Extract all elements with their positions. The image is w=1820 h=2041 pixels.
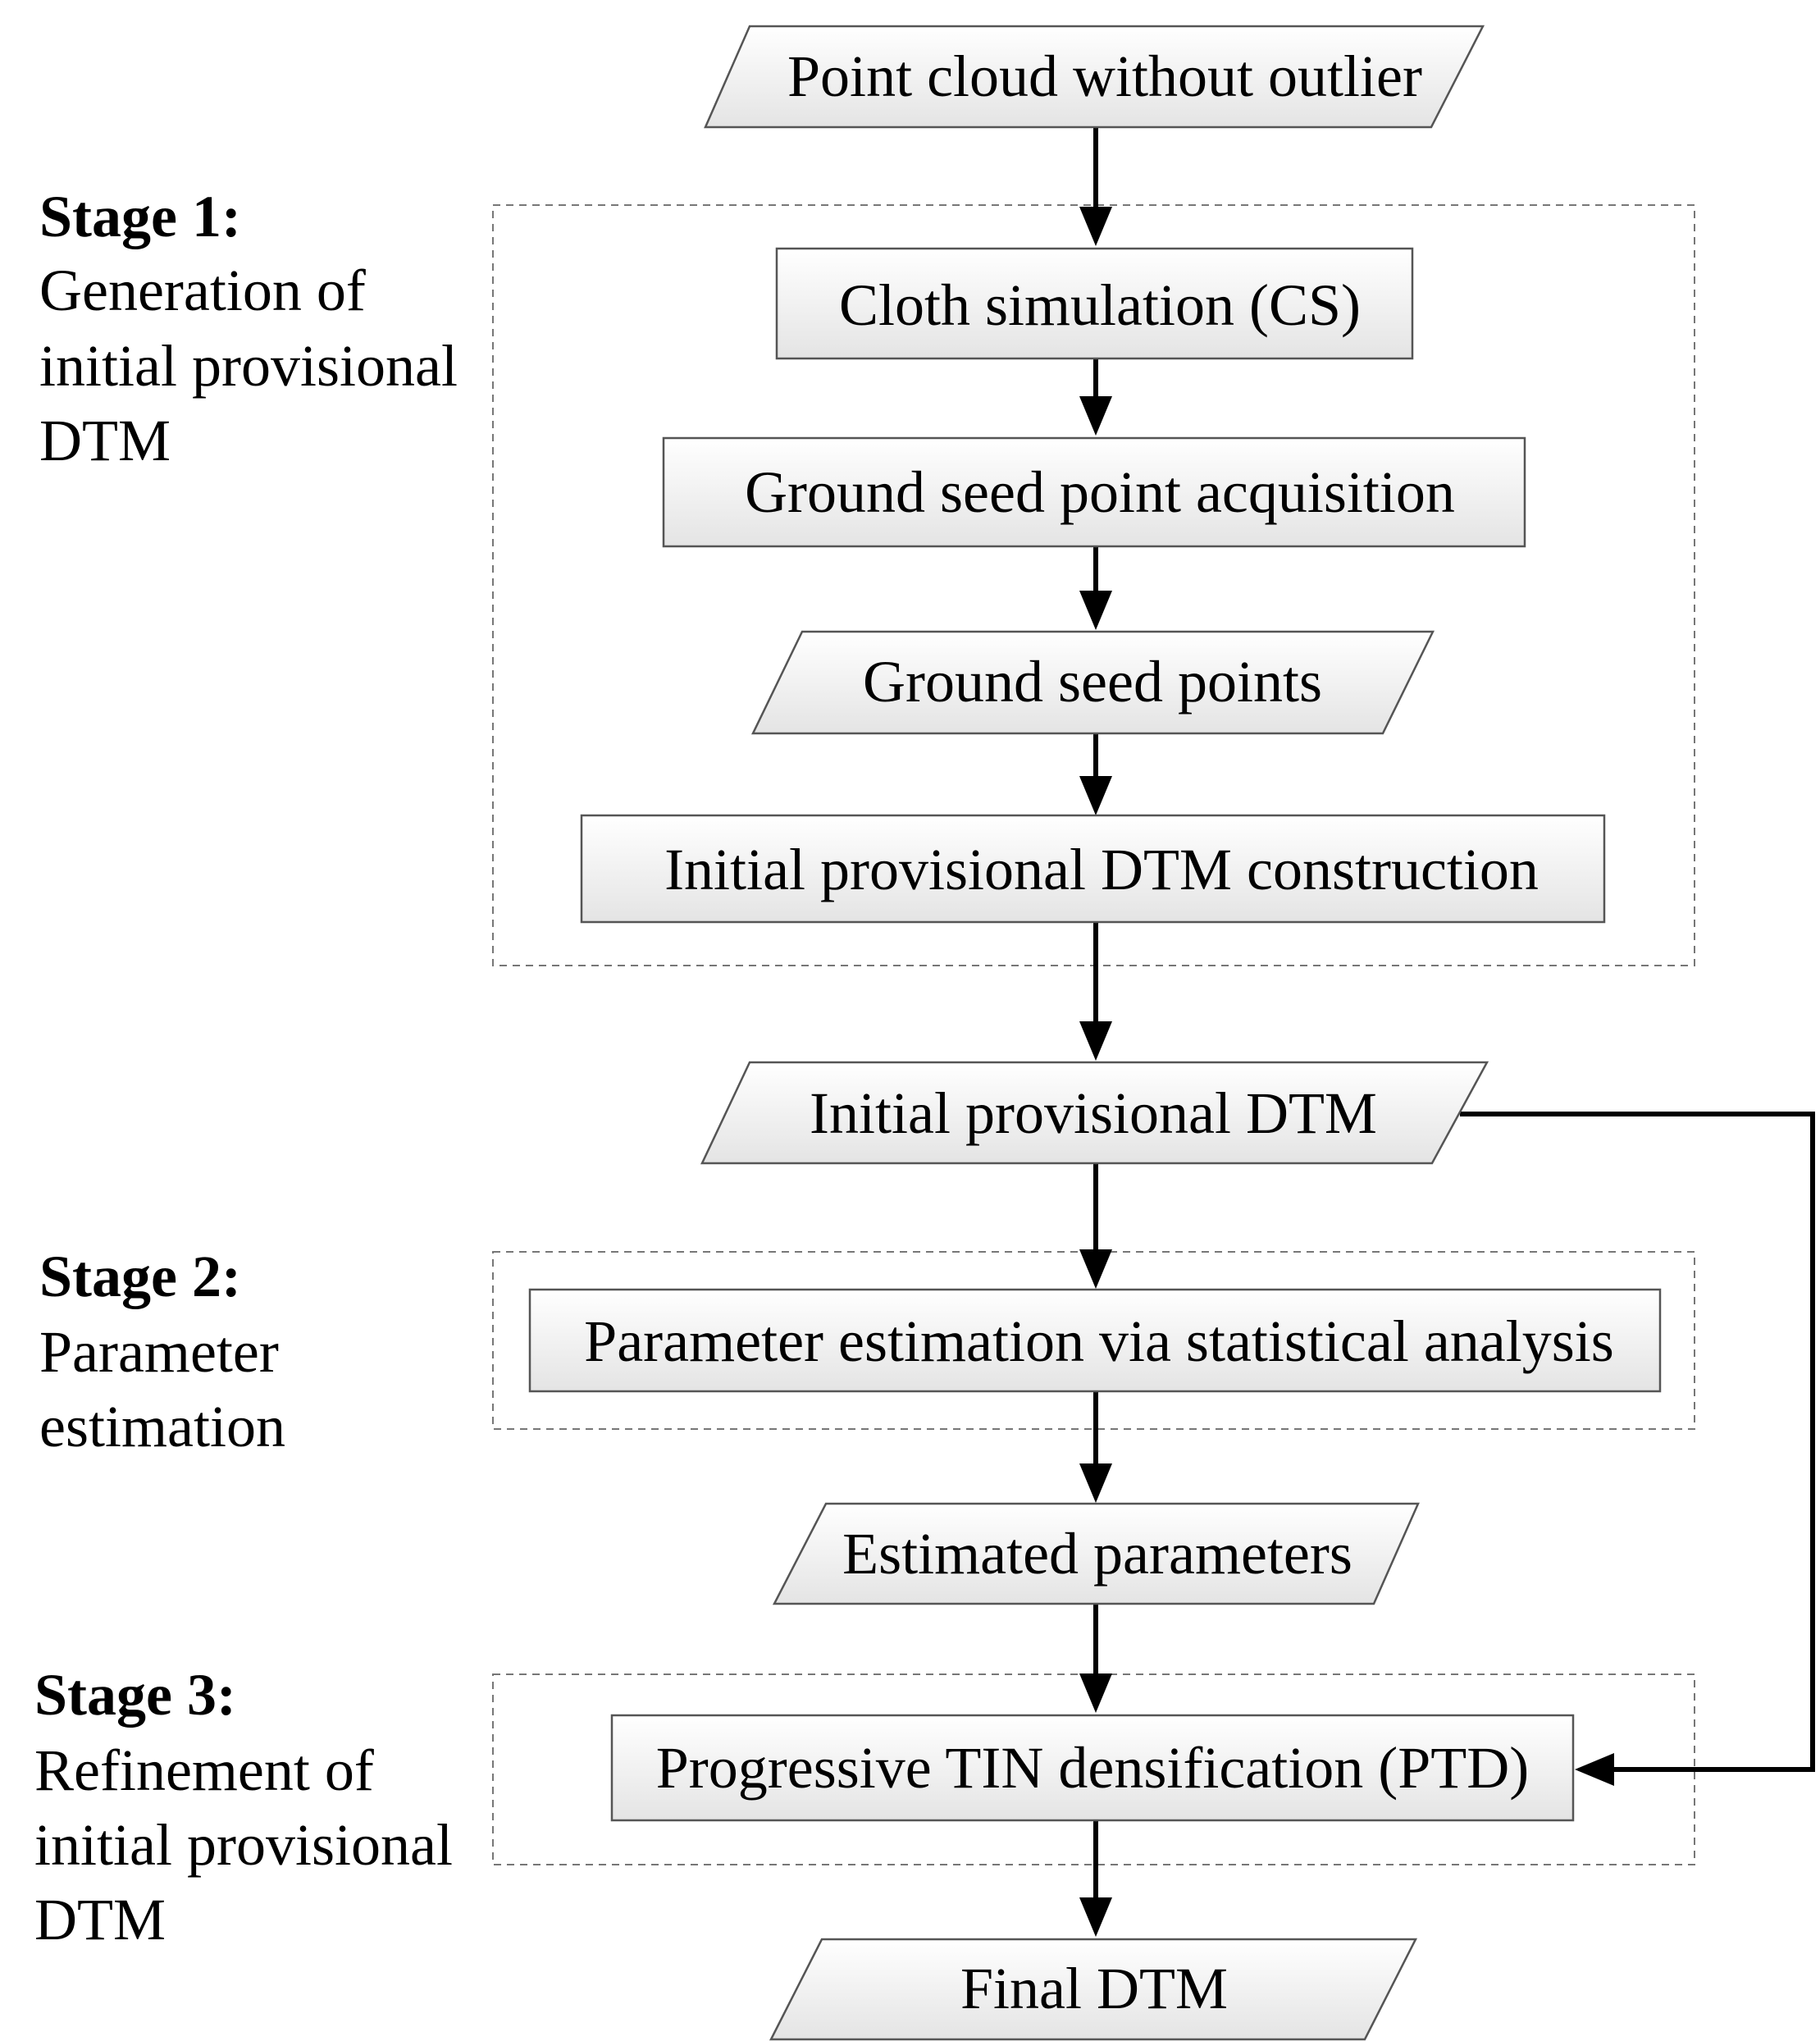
node-ptd-label: Progressive TIN densification (PTD) [656, 1735, 1529, 1801]
node-point-cloud-label: Point cloud without outlier [787, 43, 1422, 109]
arrows [1079, 127, 1815, 1937]
arrow-estimated-parameters-to-ptd [1079, 1604, 1112, 1713]
node-cloth-simulation-label: Cloth simulation (CS) [839, 272, 1361, 338]
arrow-ground-seed-acquisition-to-ground-seed-points [1079, 546, 1112, 630]
node-estimated-parameters-label: Estimated parameters [842, 1521, 1352, 1587]
arrow-ptd-to-final-dtm [1079, 1820, 1112, 1937]
stage-3-line-2: initial provisional [34, 1812, 453, 1878]
stage-2-line-2: estimation [39, 1394, 285, 1459]
node-final-dtm: Final DTM [769, 1938, 1418, 2041]
stage-1-line-1: Generation of [39, 258, 366, 323]
arrow-ground-seed-points-to-initial-dtm-construction [1079, 733, 1112, 815]
node-estimated-parameters: Estimated parameters [772, 1502, 1420, 1605]
stage-2-container [492, 1251, 1695, 1430]
stage-1-label: Stage 1: Generation of initial provision… [39, 184, 458, 473]
node-final-dtm-label: Final DTM [960, 1956, 1228, 2021]
node-ground-seed-acquisition-label: Ground seed point acquisition [745, 459, 1455, 525]
node-ground-seed-acquisition: Ground seed point acquisition [662, 436, 1526, 548]
arrow-cloth-simulation-to-ground-seed-acquisition [1079, 358, 1112, 436]
stage-2-line-1: Parameter [39, 1319, 279, 1385]
arrow-parameter-estimation-to-estimated-parameters [1079, 1391, 1112, 1503]
stage-1-line-3: DTM [39, 408, 171, 473]
node-initial-dtm-construction-label: Initial provisional DTM construction [664, 837, 1539, 902]
arrow-initial-dtm-to-ptd [1460, 1112, 1815, 1786]
stage-2-label: Stage 2: Parameter estimation [39, 1244, 285, 1459]
node-ground-seed-points: Ground seed points [751, 630, 1435, 735]
stage-3-label: Stage 3: Refinement of initial provision… [34, 1662, 453, 1952]
node-ptd: Progressive TIN densification (PTD) [610, 1714, 1575, 1822]
node-initial-dtm: Initial provisional DTM [700, 1061, 1489, 1165]
node-parameter-estimation: Parameter estimation via statistical ana… [528, 1288, 1662, 1393]
stage-3-line-1: Refinement of [34, 1737, 374, 1803]
stage-3-line-3: DTM [34, 1887, 166, 1952]
arrow-initial-dtm-construction-to-initial-dtm [1079, 922, 1112, 1061]
node-parameter-estimation-label: Parameter estimation via statistical ana… [584, 1308, 1614, 1374]
stage-3-title: Stage 3: [34, 1662, 236, 1728]
node-initial-dtm-construction: Initial provisional DTM construction [580, 814, 1606, 924]
node-point-cloud: Point cloud without outlier [704, 25, 1485, 129]
node-initial-dtm-label: Initial provisional DTM [810, 1080, 1377, 1146]
arrow-point-cloud-to-cloth-simulation [1079, 127, 1112, 246]
arrow-initial-dtm-to-parameter-estimation [1079, 1163, 1112, 1289]
stage-1-line-2: initial provisional [39, 333, 458, 399]
stage-2-title: Stage 2: [39, 1244, 241, 1309]
node-ground-seed-points-label: Ground seed points [863, 649, 1322, 715]
node-cloth-simulation: Cloth simulation (CS) [775, 247, 1414, 360]
stage-1-title: Stage 1: [39, 184, 241, 249]
